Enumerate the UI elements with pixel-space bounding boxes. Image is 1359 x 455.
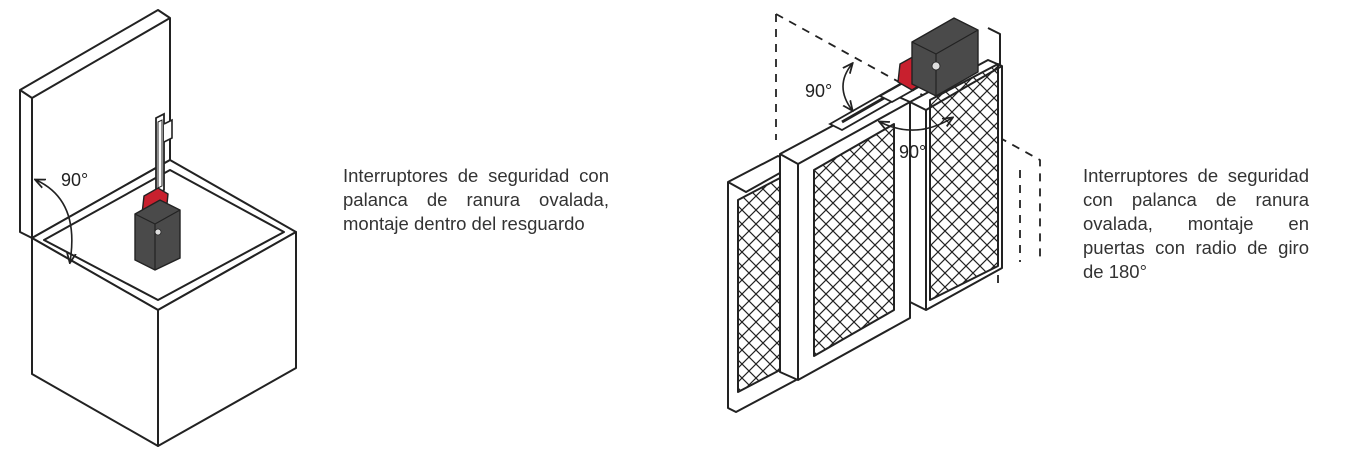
angle-label-bottom: 90° [899,142,926,162]
safety-switch-left [134,112,181,271]
angle-label-left: 90° [61,170,88,190]
door-swing-dashed [775,13,1041,262]
switch-body [911,17,979,97]
safety-switch-right [897,17,979,97]
guard-doors [727,13,1041,413]
box-front-right [157,231,297,447]
rotation-arc-bottom [880,118,952,131]
caption-left: Interruptores de seguridad con palanca d… [343,165,609,234]
angle-label-top: 90° [805,81,832,101]
caption-right: Interruptores de seguridad con palanca d… [1083,165,1309,282]
rotation-arc-left [36,180,72,262]
rotation-arc-top [842,64,852,110]
